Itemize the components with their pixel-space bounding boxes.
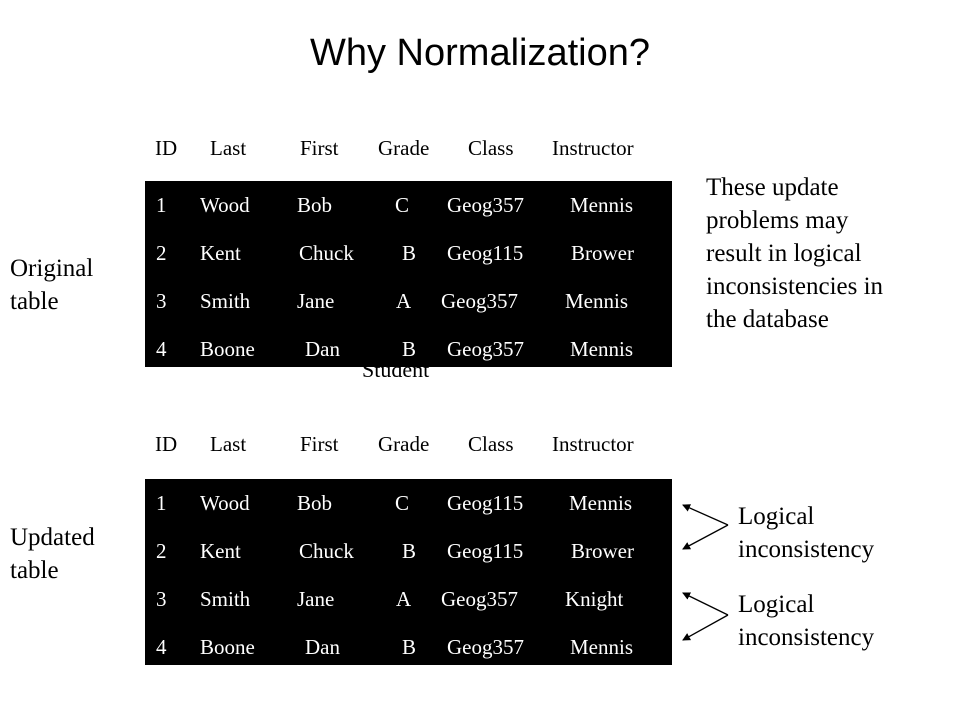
cell-first: Bob xyxy=(297,491,333,515)
cell-grade: C xyxy=(395,193,410,217)
col-id: ID xyxy=(155,432,178,456)
cell-grade: B xyxy=(402,539,417,563)
cell-last: Smith xyxy=(200,587,251,611)
original-table: 1 Wood Bob C Geog357 Mennis 2 Kent Chuck… xyxy=(145,181,672,367)
arrow-pair-1 xyxy=(682,504,729,550)
cell-last: Kent xyxy=(200,241,241,265)
cell-instructor: Brower xyxy=(571,241,634,265)
table-row: 4 Boone Dan B Geog357 Mennis xyxy=(145,625,672,671)
label-line: Logical xyxy=(738,503,815,530)
cell-last: Boone xyxy=(200,635,255,659)
cell-class: Geog115 xyxy=(447,539,524,563)
cell-id: 1 xyxy=(156,491,167,515)
cell-first: Chuck xyxy=(299,241,354,265)
note-line: These update xyxy=(706,174,839,201)
col-last: Last xyxy=(210,432,247,456)
label-line: Updated xyxy=(10,524,95,551)
cell-id: 3 xyxy=(156,587,167,611)
col-id: ID xyxy=(155,136,178,160)
cell-last: Boone xyxy=(200,337,255,361)
note-line: the database xyxy=(706,306,829,333)
cell-id: 2 xyxy=(156,241,167,265)
col-class: Class xyxy=(468,432,514,456)
label-line: table xyxy=(10,288,59,315)
label-line: inconsistency xyxy=(738,536,875,563)
cell-instructor: Mennis xyxy=(570,635,633,659)
cell-grade: A xyxy=(396,587,412,611)
cell-instructor: Mennis xyxy=(569,491,632,515)
arrow-line xyxy=(682,614,729,641)
col-last: Last xyxy=(210,136,247,160)
cell-instructor: Mennis xyxy=(570,337,633,361)
cell-instructor: Knight xyxy=(565,587,624,611)
table-row: 4 Boone Dan B Geog357 Mennis xyxy=(145,327,672,373)
cell-class: Geog115 xyxy=(447,241,524,265)
label-line: inconsistency xyxy=(738,624,875,651)
cell-first: Dan xyxy=(305,337,340,361)
update-problems-note: These update problems may result in logi… xyxy=(706,171,946,336)
arrow-line xyxy=(682,524,729,550)
updated-table-label: Updated table xyxy=(10,521,95,587)
cell-last: Kent xyxy=(200,539,241,563)
arrow-line xyxy=(682,504,729,526)
note-line: inconsistencies in xyxy=(706,273,884,300)
table-row: 3 Smith Jane A Geog357 Knight xyxy=(145,577,672,623)
cell-id: 4 xyxy=(156,337,167,361)
cell-grade: B xyxy=(402,337,417,361)
col-first: First xyxy=(300,136,339,160)
updated-table: 1 Wood Bob C Geog115 Mennis 2 Kent Chuck… xyxy=(145,479,672,665)
cell-grade: B xyxy=(402,241,417,265)
table-row: 2 Kent Chuck B Geog115 Brower xyxy=(145,529,672,575)
updated-header-row: ID Last First Grade Class Instructor xyxy=(148,432,668,462)
original-table-label: Original table xyxy=(10,252,93,318)
cell-grade: A xyxy=(396,289,412,313)
cell-first: Dan xyxy=(305,635,340,659)
cell-last: Wood xyxy=(200,193,250,217)
cell-class: Geog357 xyxy=(447,337,524,361)
col-instructor: Instructor xyxy=(552,432,634,456)
slide-title: Why Normalization? xyxy=(310,32,650,74)
cell-grade: B xyxy=(402,635,417,659)
cell-first: Bob xyxy=(297,193,333,217)
cell-first: Chuck xyxy=(299,539,354,563)
note-line: problems may xyxy=(706,207,849,234)
cell-grade: C xyxy=(395,491,410,515)
arrow-line xyxy=(682,592,729,616)
table-row: 2 Kent Chuck B Geog115 Brower xyxy=(145,231,672,277)
col-grade: Grade xyxy=(378,432,430,456)
logical-inconsistency-label-2: Logical inconsistency xyxy=(738,588,874,654)
col-first: First xyxy=(300,432,339,456)
original-header-row: ID Last First Grade Class Instructor xyxy=(148,136,668,166)
cell-instructor: Mennis xyxy=(570,193,633,217)
cell-class: Geog357 xyxy=(441,289,518,313)
logical-inconsistency-label-1: Logical inconsistency xyxy=(738,500,874,566)
note-line: result in logical xyxy=(706,240,862,267)
label-line: table xyxy=(10,557,59,584)
cell-id: 3 xyxy=(156,289,167,313)
cell-last: Smith xyxy=(200,289,251,313)
col-class: Class xyxy=(468,136,514,160)
cell-first: Jane xyxy=(297,587,335,611)
cell-class: Geog115 xyxy=(447,491,524,515)
cell-class: Geog357 xyxy=(447,193,524,217)
cell-instructor: Brower xyxy=(571,539,634,563)
col-instructor: Instructor xyxy=(552,136,634,160)
table-row: 1 Wood Bob C Geog115 Mennis xyxy=(145,481,672,527)
cell-id: 1 xyxy=(156,193,167,217)
table-row: 1 Wood Bob C Geog357 Mennis xyxy=(145,183,672,229)
cell-id: 4 xyxy=(156,635,167,659)
table-row: 3 Smith Jane A Geog357 Mennis xyxy=(145,279,672,325)
cell-instructor: Mennis xyxy=(565,289,628,313)
cell-class: Geog357 xyxy=(447,635,524,659)
cell-class: Geog357 xyxy=(441,587,518,611)
cell-id: 2 xyxy=(156,539,167,563)
arrow-pair-2 xyxy=(682,592,729,641)
label-line: Original xyxy=(10,255,94,282)
label-line: Logical xyxy=(738,591,815,618)
col-grade: Grade xyxy=(378,136,430,160)
cell-last: Wood xyxy=(200,491,250,515)
cell-first: Jane xyxy=(297,289,335,313)
